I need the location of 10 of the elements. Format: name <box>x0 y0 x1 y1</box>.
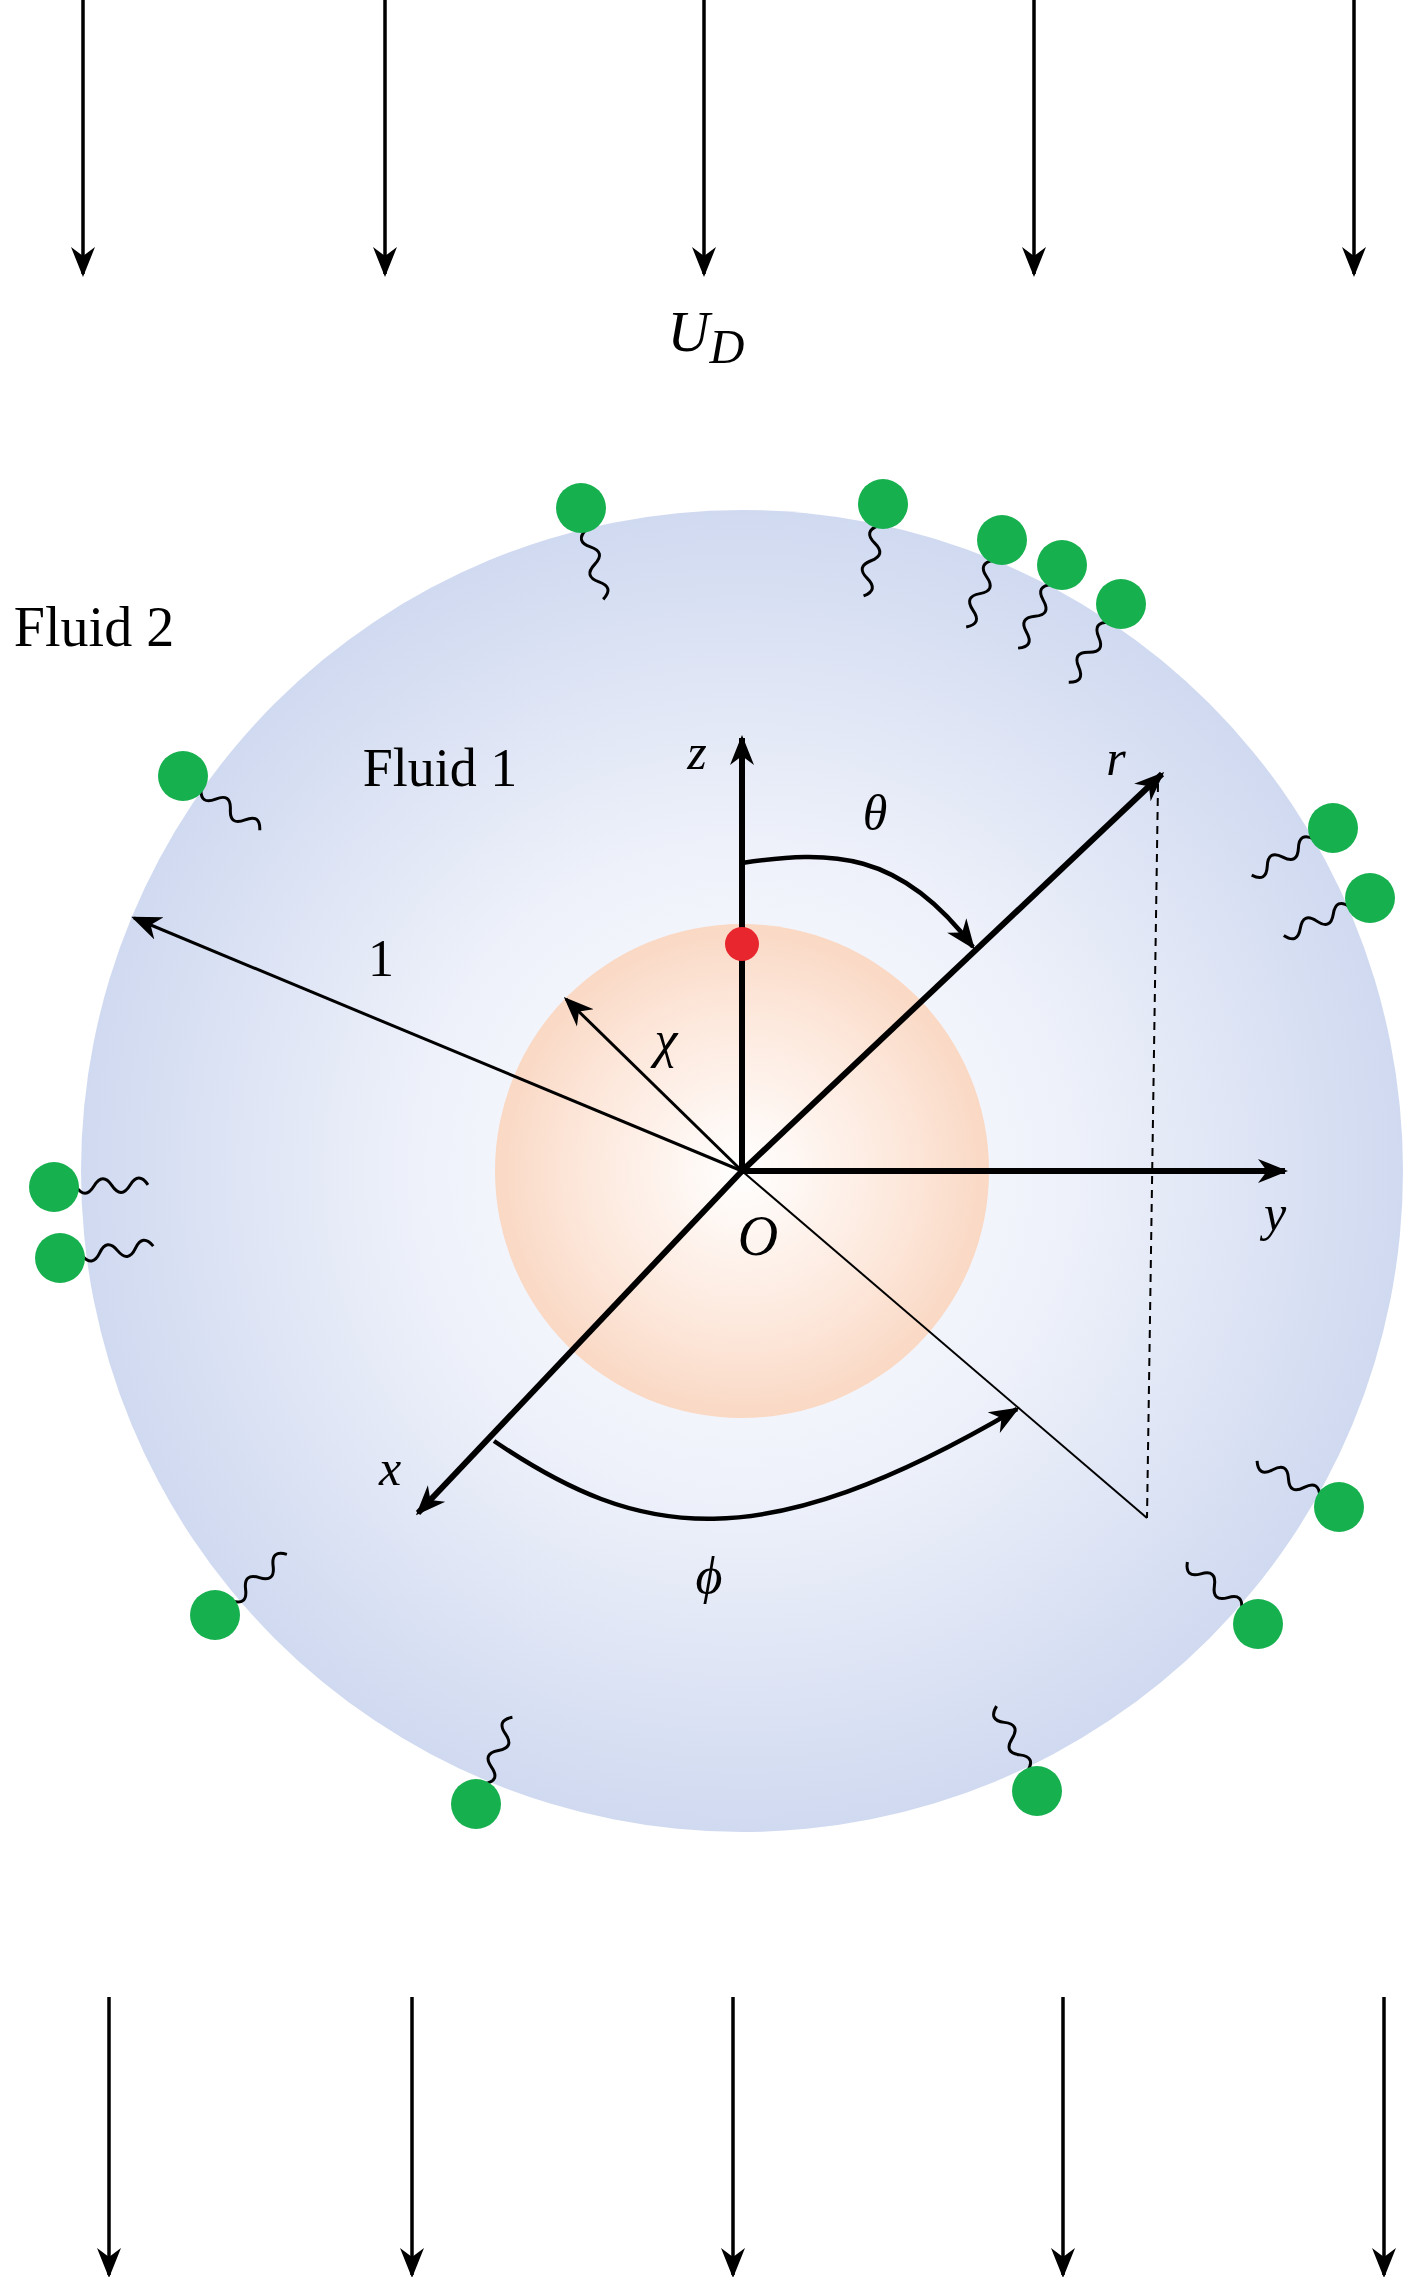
axis-label: x <box>378 1443 402 1493</box>
axis-label: z <box>687 727 707 777</box>
radius-label: 1 <box>368 933 394 985</box>
velocity-label: U$_{D}$ <box>667 302 745 372</box>
axis-label: r <box>1106 733 1126 783</box>
angle-label: θ <box>862 788 888 838</box>
origin-label: O <box>737 1208 779 1264</box>
angle-label: ϕ <box>695 1550 723 1602</box>
region-label: Fluid 1 <box>362 741 518 795</box>
region-label: Fluid 2 <box>13 599 175 655</box>
